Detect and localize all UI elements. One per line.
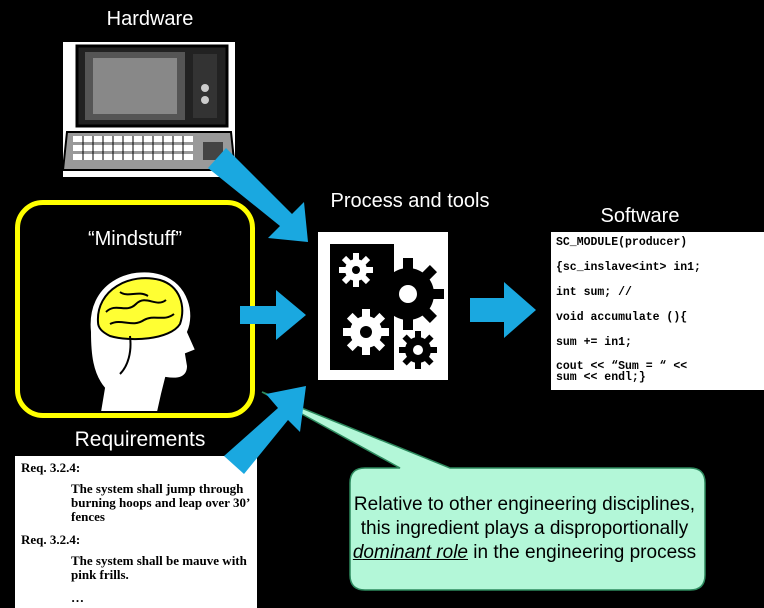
code-line: int sum; //: [556, 286, 632, 299]
callout-text: Relative to other engineering discipline…: [352, 470, 697, 588]
requirement-id: Req. 3.2.4:: [21, 460, 81, 475]
callout-bubble: [261, 391, 706, 591]
requirement-id: Req. 3.2.4:: [21, 532, 81, 547]
requirements-arrow: [224, 386, 306, 474]
requirement-text: The system shall be mauve with pink fril…: [71, 553, 247, 582]
mind-arrow: [240, 290, 306, 340]
code-line: cout << “Sum = “ << sum << endl;}: [556, 360, 688, 384]
process-tools-label: Process and tools: [330, 190, 490, 212]
code-line: {sc_inslave<int> in1;: [556, 261, 701, 274]
hardware-label: Hardware: [106, 8, 194, 30]
code-line: sum += in1;: [556, 336, 632, 349]
requirements-label: Requirements: [74, 428, 206, 451]
callout-line1: Relative to other engineering discipline…: [353, 494, 696, 539]
head-brain-icon: [88, 270, 198, 412]
computer-icon: [63, 42, 235, 177]
requirement-text: The system shall jump through burning ho…: [71, 481, 250, 524]
software-code-panel: SC_MODULE(producer) {sc_inslave<int> in1…: [551, 232, 764, 390]
requirement-ellipsis: …: [71, 590, 84, 605]
code-line: void accumulate (){: [556, 311, 688, 324]
mindstuff-label: “Mindstuff”: [87, 228, 183, 250]
gears-icon: [318, 232, 448, 380]
software-label: Software: [600, 205, 680, 227]
callout-line2: in the engineering process: [473, 542, 697, 563]
code-line: SC_MODULE(producer): [556, 236, 688, 249]
hardware-arrow: [208, 148, 308, 242]
software-arrow: [470, 282, 536, 338]
requirements-panel: Req. 3.2.4: The system shall jump throug…: [15, 456, 257, 608]
callout-emphasis: dominant role: [352, 542, 468, 563]
